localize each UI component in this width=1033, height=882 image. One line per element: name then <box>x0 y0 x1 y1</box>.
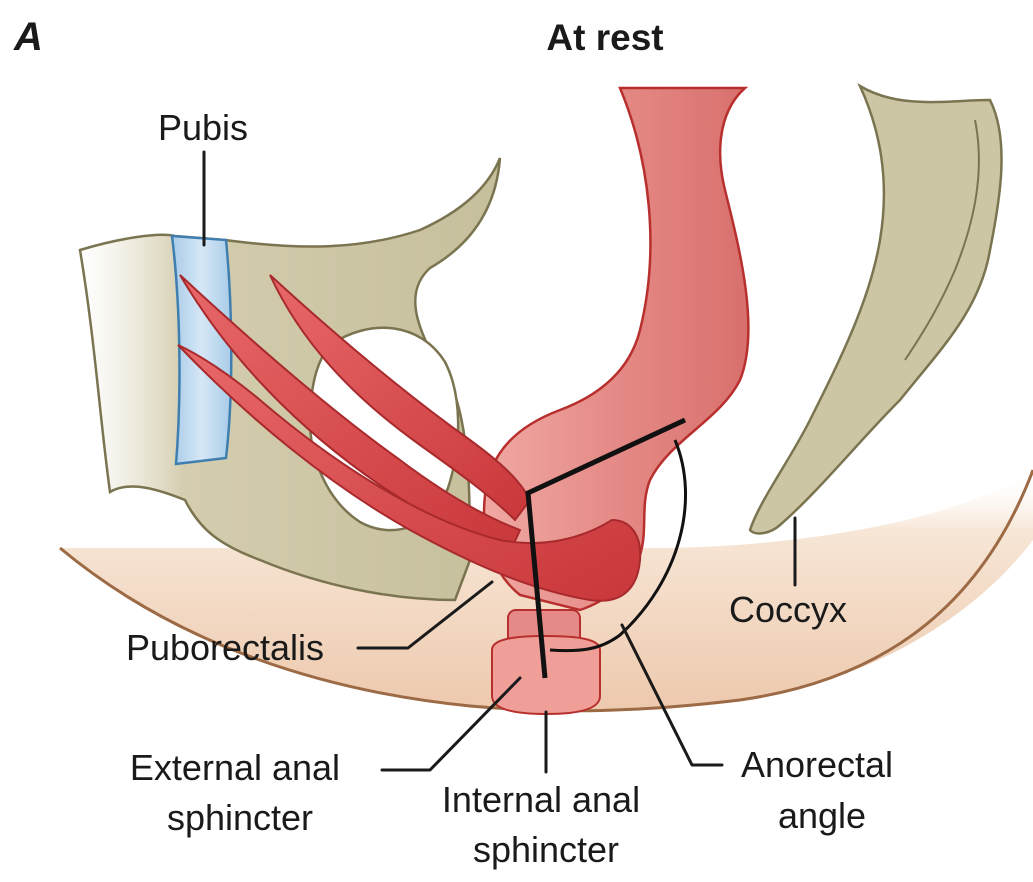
coccyx-bone <box>750 86 1002 533</box>
label-anorectal-angle: Anorectal angle <box>741 744 903 836</box>
diagram-title: At rest <box>546 17 663 58</box>
label-puborectalis: Puborectalis <box>126 627 324 668</box>
label-coccyx: Coccyx <box>729 589 847 630</box>
label-external-anal-sphincter: External anal sphincter <box>130 747 350 838</box>
label-internal-anal-sphincter: Internal anal sphincter <box>442 779 650 870</box>
pubis-cartilage <box>172 236 231 464</box>
panel-letter: A <box>13 15 43 59</box>
label-pubis: Pubis <box>158 107 248 148</box>
